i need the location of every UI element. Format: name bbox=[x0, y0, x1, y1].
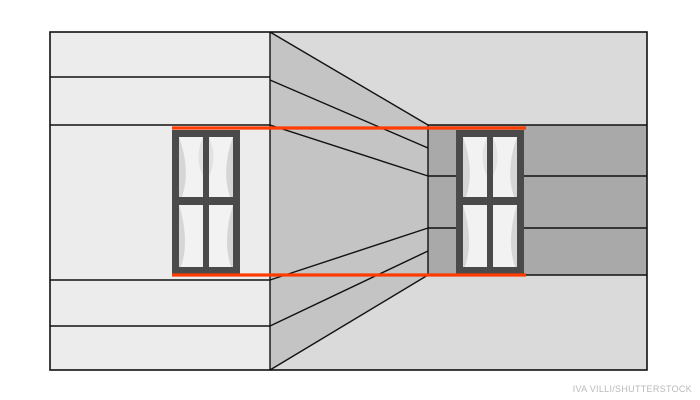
comparison-lines bbox=[172, 126, 526, 277]
window-icon bbox=[456, 130, 524, 274]
window-icon bbox=[172, 130, 240, 274]
perspective-lines bbox=[269, 31, 429, 371]
corridor-side-wall bbox=[270, 32, 428, 370]
outer-border bbox=[49, 31, 648, 371]
image-credit: IVA VILLI/SHUTTERSTOCK bbox=[572, 384, 692, 394]
left-wall-lines bbox=[50, 76, 270, 327]
